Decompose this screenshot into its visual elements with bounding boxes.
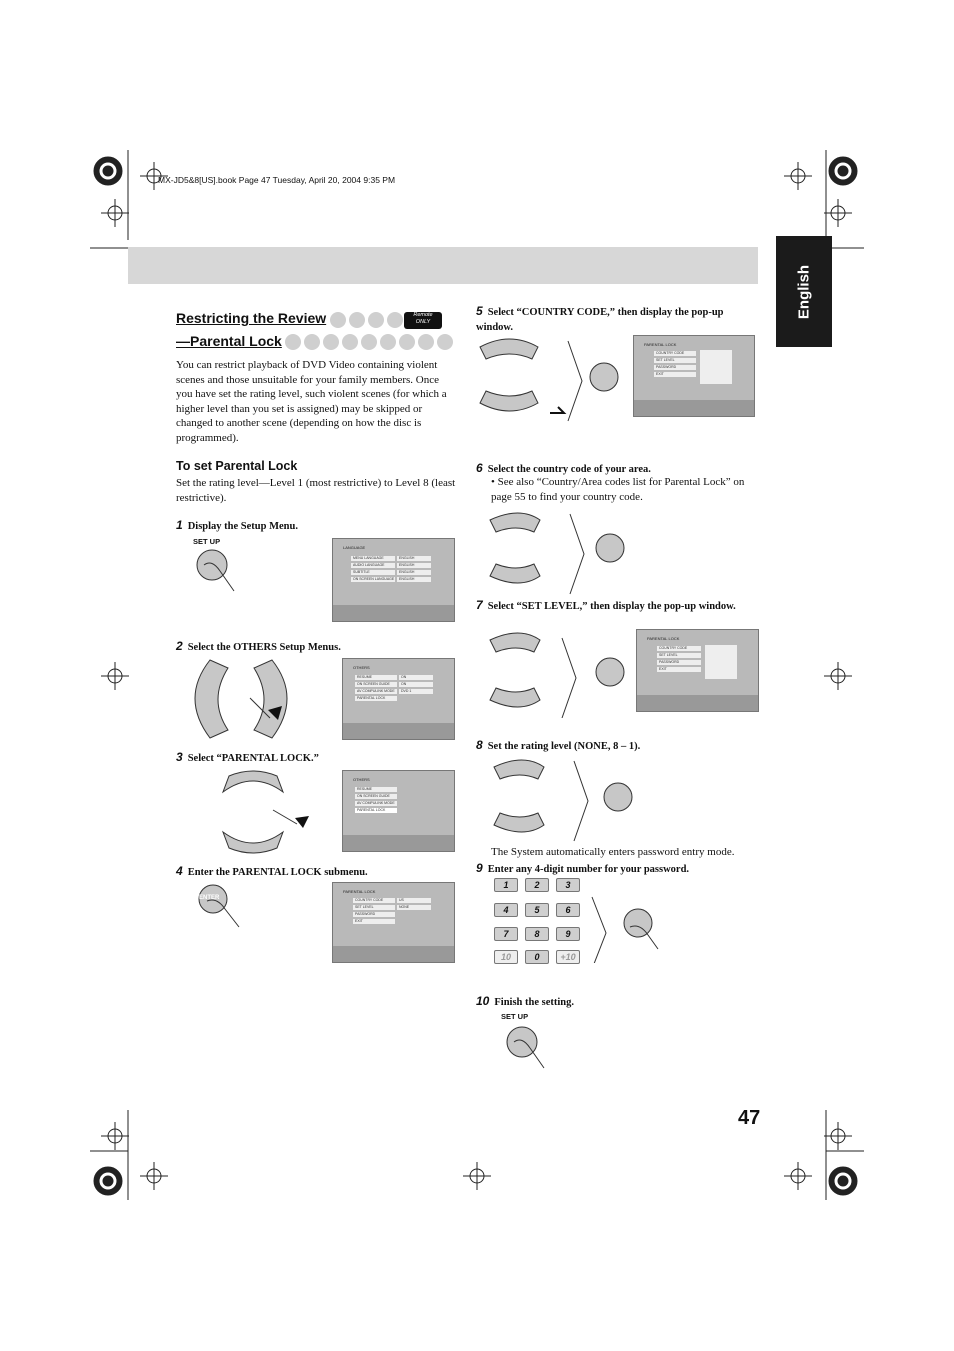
keypad: 1 2 3 4 5 6 7 8 9 10 0 +10 <box>494 878 584 968</box>
left-right-buttons-icon <box>194 659 288 739</box>
screen-parental-country: PARENTAL LOCK COUNTRY CODE SET LEVEL PAS… <box>633 335 755 417</box>
enter-button-icon <box>198 884 240 928</box>
step9-illustration <box>591 896 659 963</box>
sub-intro: Set the rating level—Level 1 (most restr… <box>176 477 456 504</box>
section-title: Restricting the Review <box>176 310 327 326</box>
setup-button-icon <box>196 549 235 592</box>
screen-parental-1: PARENTAL LOCK COUNTRY CODE SET LEVEL PAS… <box>332 882 455 963</box>
step5-illustration <box>479 338 619 422</box>
key-4: 4 <box>494 903 518 917</box>
screen-parental-level: PARENTAL LOCK COUNTRY CODE SET LEVEL PAS… <box>636 629 759 712</box>
key-7: 7 <box>494 927 518 941</box>
key-6: 6 <box>556 903 580 917</box>
setup-button-label: SET UP <box>193 537 221 546</box>
page-number: 47 <box>738 1107 761 1129</box>
section-title-line2: —Parental Lock <box>176 333 282 349</box>
title-dots-2 <box>285 334 453 350</box>
enter-label-4: ENTER <box>199 895 220 901</box>
step7-illustration <box>489 632 625 718</box>
key-2: 2 <box>525 878 549 892</box>
step-8-note: The System automatically enters password… <box>491 846 735 858</box>
title-dots-1 <box>330 312 403 328</box>
intro-paragraph: You can restrict playback of DVD Video c… <box>176 359 447 444</box>
up-down-buttons-icon <box>221 770 309 854</box>
language-tab: English <box>776 236 832 347</box>
header-file-info: MX-JD5&8[US].book Page 47 Tuesday, April… <box>158 175 396 185</box>
step8-illustration <box>493 759 633 842</box>
key-5: 5 <box>525 903 549 917</box>
subheading: To set Parental Lock <box>176 459 298 473</box>
key-10: 10 <box>494 950 518 964</box>
key-3: 3 <box>556 878 580 892</box>
key-0: 0 <box>525 950 549 964</box>
screen-others-2: OTHERS RESUME ON SCREEN GUIDE AV COMPULI… <box>342 770 455 852</box>
header-band <box>128 247 758 284</box>
key-plus10: +10 <box>556 950 580 964</box>
key-9: 9 <box>556 927 580 941</box>
screen-others-1: OTHERS RESUME ON SCREEN GUIDE AV COMPULI… <box>342 658 455 740</box>
key-8: 8 <box>525 927 549 941</box>
step-6-note: • See also “Country/Area codes list for … <box>491 476 745 503</box>
screen-language: LANGUAGE MENU LANGUAGE AUDIO LANGUAGE SU… <box>332 538 455 622</box>
setup-button-icon-10 <box>506 1026 545 1069</box>
step6-illustration <box>489 512 625 595</box>
setup-button-label-10: SET UP <box>501 1012 529 1021</box>
key-1: 1 <box>494 878 518 892</box>
